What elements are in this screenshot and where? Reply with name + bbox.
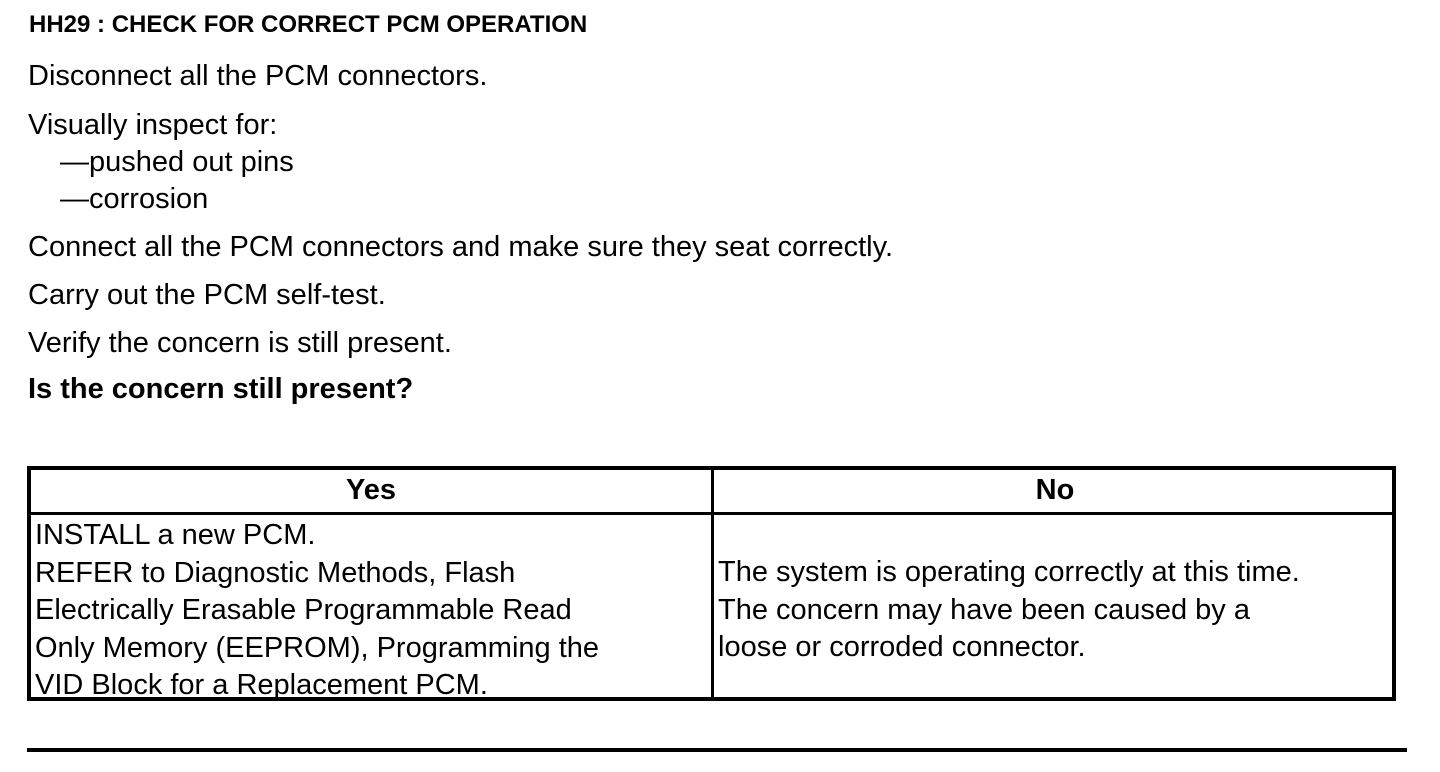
no-line: The concern may have been caused by a (718, 593, 1250, 626)
page-title: HH29 : CHECK FOR CORRECT PCM OPERATION (29, 11, 588, 38)
step-disconnect: Disconnect all the PCM connectors. (28, 60, 488, 92)
header-yes: Yes (346, 474, 396, 506)
yes-line: Only Memory (EEPROM), Programming the (35, 631, 600, 664)
yes-line: REFER to Diagnostic Methods, Flash (35, 556, 516, 589)
no-line: loose or corroded connector. (718, 631, 1086, 663)
header-no: No (1035, 474, 1075, 506)
inspect-item-pins: —pushed out pins (60, 146, 294, 178)
bottom-rule (27, 748, 1407, 752)
column-divider (711, 470, 714, 697)
header-divider (31, 512, 1392, 515)
yes-line: VID Block for a Replacement PCM. (35, 669, 488, 701)
yes-line: INSTALL a new PCM. (35, 519, 316, 551)
cell-yes: INSTALL a new PCM. REFER to Diagnostic M… (35, 517, 599, 705)
step-connect: Connect all the PCM connectors and make … (28, 231, 894, 263)
step-inspect: Visually inspect for: (28, 109, 278, 141)
cell-no: The system is operating correctly at thi… (718, 554, 1300, 667)
step-selftest: Carry out the PCM self-test. (28, 279, 386, 311)
no-line: The system is operating correctly at thi… (718, 556, 1300, 588)
inspect-item-corrosion: —corrosion (60, 183, 209, 215)
step-verify: Verify the concern is still present. (28, 327, 452, 359)
question: Is the concern still present? (28, 373, 414, 405)
yes-line: Electrically Erasable Programmable Read (35, 594, 572, 626)
yes-no-table: Yes No INSTALL a new PCM. REFER to Diagn… (27, 466, 1396, 701)
